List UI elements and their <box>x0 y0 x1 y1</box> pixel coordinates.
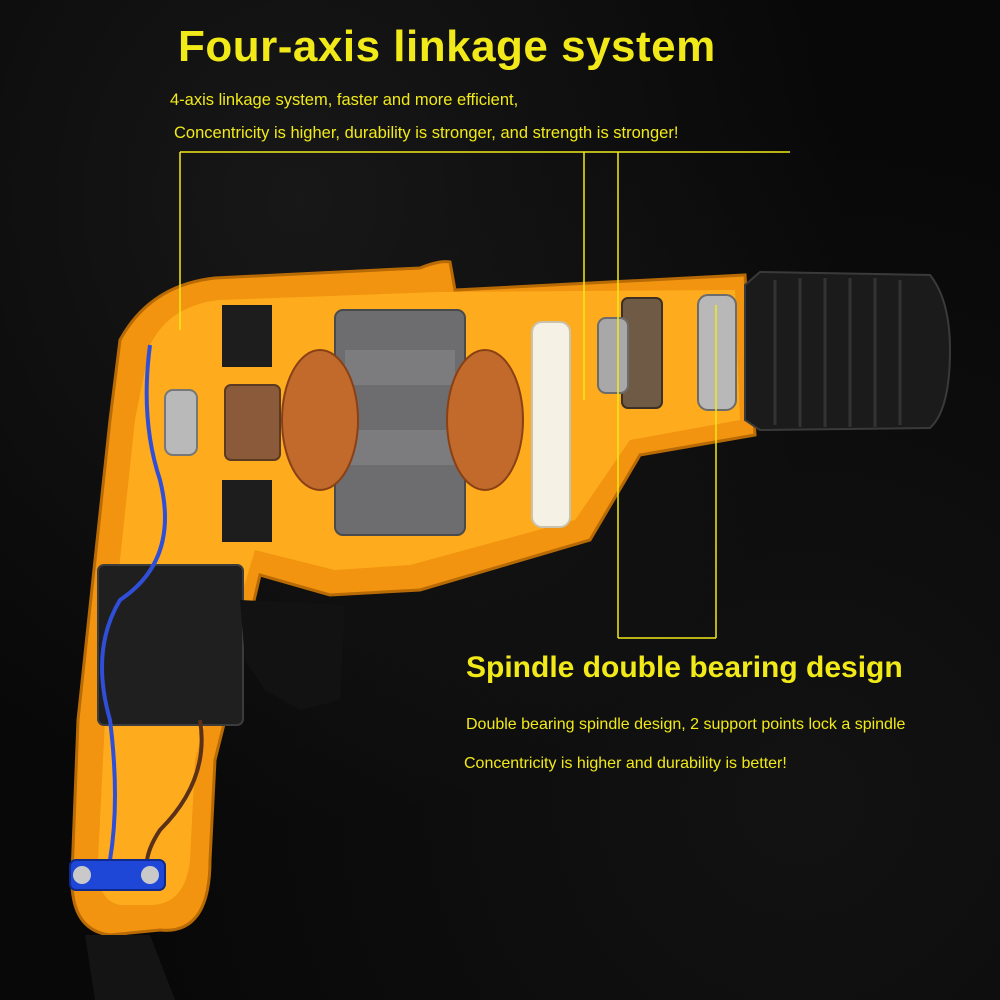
white-drive-gear <box>531 321 571 528</box>
rear-bearing <box>164 389 198 456</box>
commutator <box>224 384 281 461</box>
stator-lamination <box>345 430 455 465</box>
stator-lamination <box>345 350 455 385</box>
headline-line-1: 4-axis linkage system, faster and more e… <box>170 91 519 109</box>
cord-clamp <box>69 859 166 891</box>
chuck-grip-ridges <box>773 278 902 427</box>
headline-title: Four-axis linkage system <box>178 22 716 71</box>
spindle-rear-bearing <box>597 317 629 394</box>
brush-holder-bottom <box>222 480 272 542</box>
power-cord <box>85 935 175 1000</box>
trigger-switch <box>97 564 244 726</box>
callout-lines <box>179 151 790 639</box>
headline-line-2: Concentricity is higher, durability is s… <box>174 124 679 142</box>
spindle-front-bearing <box>697 294 737 411</box>
secondary-line-1: Double bearing spindle design, 2 support… <box>466 716 906 733</box>
screw <box>73 866 91 884</box>
secondary-title: Spindle double bearing design <box>466 651 903 684</box>
copper-coil-left <box>281 349 359 491</box>
trigger <box>240 600 345 710</box>
brush-holder-top <box>222 305 272 367</box>
blue-wire <box>100 344 167 861</box>
secondary-line-2: Concentricity is higher and durability i… <box>464 755 787 772</box>
copper-coil-right <box>446 349 524 491</box>
screw <box>141 866 159 884</box>
